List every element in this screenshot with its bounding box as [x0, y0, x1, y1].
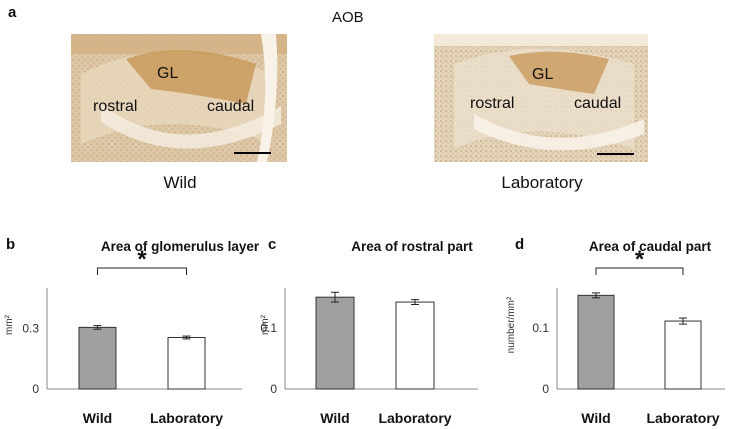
y-axis-label-d: number/mm² [506, 296, 517, 353]
panel-letter-c: c [268, 236, 276, 253]
y-tick-label-c-0: 0 [270, 382, 277, 396]
y-axis-label-c: mm² [260, 314, 271, 335]
category-label-b-laboratory: Laboratory [150, 410, 223, 426]
micro-wild-caudal-label: caudal [207, 98, 254, 115]
panel-letter-a: a [8, 4, 17, 21]
bar-b-wild [78, 326, 117, 390]
chart-title-c: Area of rostral part [351, 239, 473, 254]
significance-bracket-d [595, 267, 684, 275]
category-label-c-laboratory: Laboratory [378, 410, 451, 426]
micro-lab-caudal-label: caudal [574, 95, 621, 112]
category-label-b-wild: Wild [83, 410, 112, 426]
significance-star-b: * [137, 246, 147, 273]
y-tick-label-d-1: 0.1 [532, 321, 549, 335]
panel-letter-b: b [6, 236, 15, 253]
category-label-d-wild: Wild [581, 410, 610, 426]
panel-letter-d: d [515, 236, 524, 253]
micrograph-laboratory: GL rostral caudal [434, 34, 648, 162]
bar-b-laboratory [167, 336, 206, 390]
caption-wild: Wild [163, 173, 197, 192]
category-label-c-wild: Wild [320, 410, 349, 426]
bar-d-laboratory [664, 320, 702, 390]
category-label-d-laboratory: Laboratory [646, 410, 719, 426]
y-tick-label-b-1: 0.3 [22, 321, 39, 335]
micro-lab-rostral-label: rostral [470, 95, 514, 112]
micro-lab-gl-label: GL [532, 66, 553, 83]
micro-wild-gl-label: GL [157, 65, 178, 82]
micrograph-wild: GL rostral caudal [71, 34, 287, 162]
y-axis-label-b: mm² [4, 314, 15, 335]
significance-star-d: * [635, 246, 645, 273]
chart-title-d: Area of caudal part [589, 239, 712, 254]
y-tick-label-b-0: 0 [32, 382, 39, 396]
micro-wild-rostral-label: rostral [93, 98, 137, 115]
figure-title-aob: AOB [332, 9, 364, 26]
caption-laboratory: Laboratory [501, 173, 583, 192]
bar-c-wild [315, 296, 355, 390]
y-tick-label-c-1: 0.1 [260, 321, 277, 335]
significance-bracket-b [97, 267, 187, 275]
y-tick-label-d-0: 0 [542, 382, 549, 396]
bar-c-laboratory [395, 301, 435, 390]
chart-title-b: Area of glomerulus layer [101, 239, 260, 254]
bar-d-wild [577, 294, 615, 390]
